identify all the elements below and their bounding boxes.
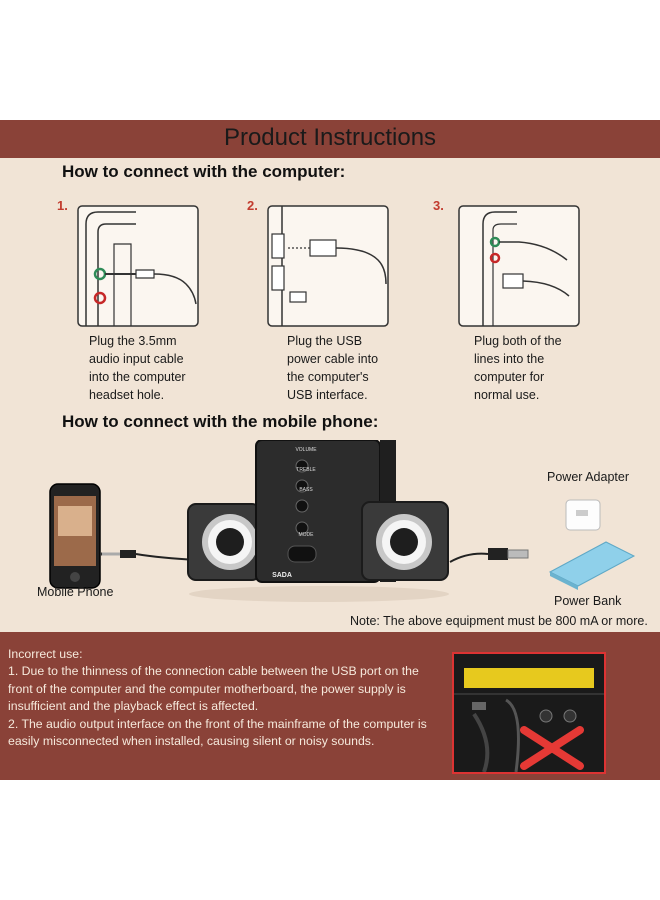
speaker-brand-logo: SADA	[272, 572, 292, 579]
power-adapter-icon	[565, 499, 601, 531]
speaker-control-treble: TREBLE	[296, 467, 316, 473]
equipment-note: Note: The above equipment must be 800 mA…	[350, 614, 648, 628]
usb-cable-icon	[449, 548, 529, 563]
step-3-diagram	[458, 205, 580, 327]
power-bank-label: Power Bank	[554, 594, 622, 608]
incorrect-use-heading: Incorrect use:	[8, 647, 83, 661]
instruction-panel: Product Instructions How to connect with…	[0, 120, 660, 780]
mobile-phone-label: Mobile Phone	[37, 585, 114, 599]
mobile-section-heading: How to connect with the mobile phone:	[62, 412, 379, 431]
incorrect-use-section: Incorrect use: 1. Due to the thinness of…	[0, 632, 660, 780]
incorrect-use-item-2: 2. The audio output interface on the fro…	[8, 716, 427, 749]
step-3-number: 3.	[433, 198, 444, 213]
step-2-caption: Plug the USB power cable into the comput…	[287, 334, 379, 402]
speaker-control-mode: MODE	[298, 532, 314, 538]
cross-mark-icon	[520, 726, 584, 770]
step-2-diagram	[267, 205, 389, 327]
power-adapter-label: Power Adapter	[547, 470, 629, 484]
incorrect-connection-image	[454, 654, 604, 772]
step-1-diagram	[77, 205, 199, 327]
page-title: Product Instructions	[223, 124, 437, 151]
step-1-caption: Plug the 3.5mm audio input cable into th…	[89, 334, 186, 402]
incorrect-use-item-1: 1. Due to the thinness of the connection…	[8, 664, 419, 714]
step-1-number: 1.	[57, 198, 68, 213]
mobile-phone-icon	[49, 483, 110, 589]
computer-section-heading: How to connect with the computer:	[62, 162, 346, 181]
incorrect-use-text: Incorrect use: 1. Due to the thinness of…	[8, 646, 436, 750]
speaker-system-image	[187, 440, 449, 602]
step-2-number: 2.	[247, 198, 258, 213]
speaker-control-volume: VOLUME	[295, 447, 317, 453]
power-bank-icon	[548, 541, 636, 590]
title-bar: Product Instructions	[0, 120, 660, 158]
speaker-control-bass: BASS	[299, 487, 313, 493]
step-3-caption: Plug both of the lines into the computer…	[474, 334, 562, 402]
incorrect-use-photo	[452, 652, 606, 774]
